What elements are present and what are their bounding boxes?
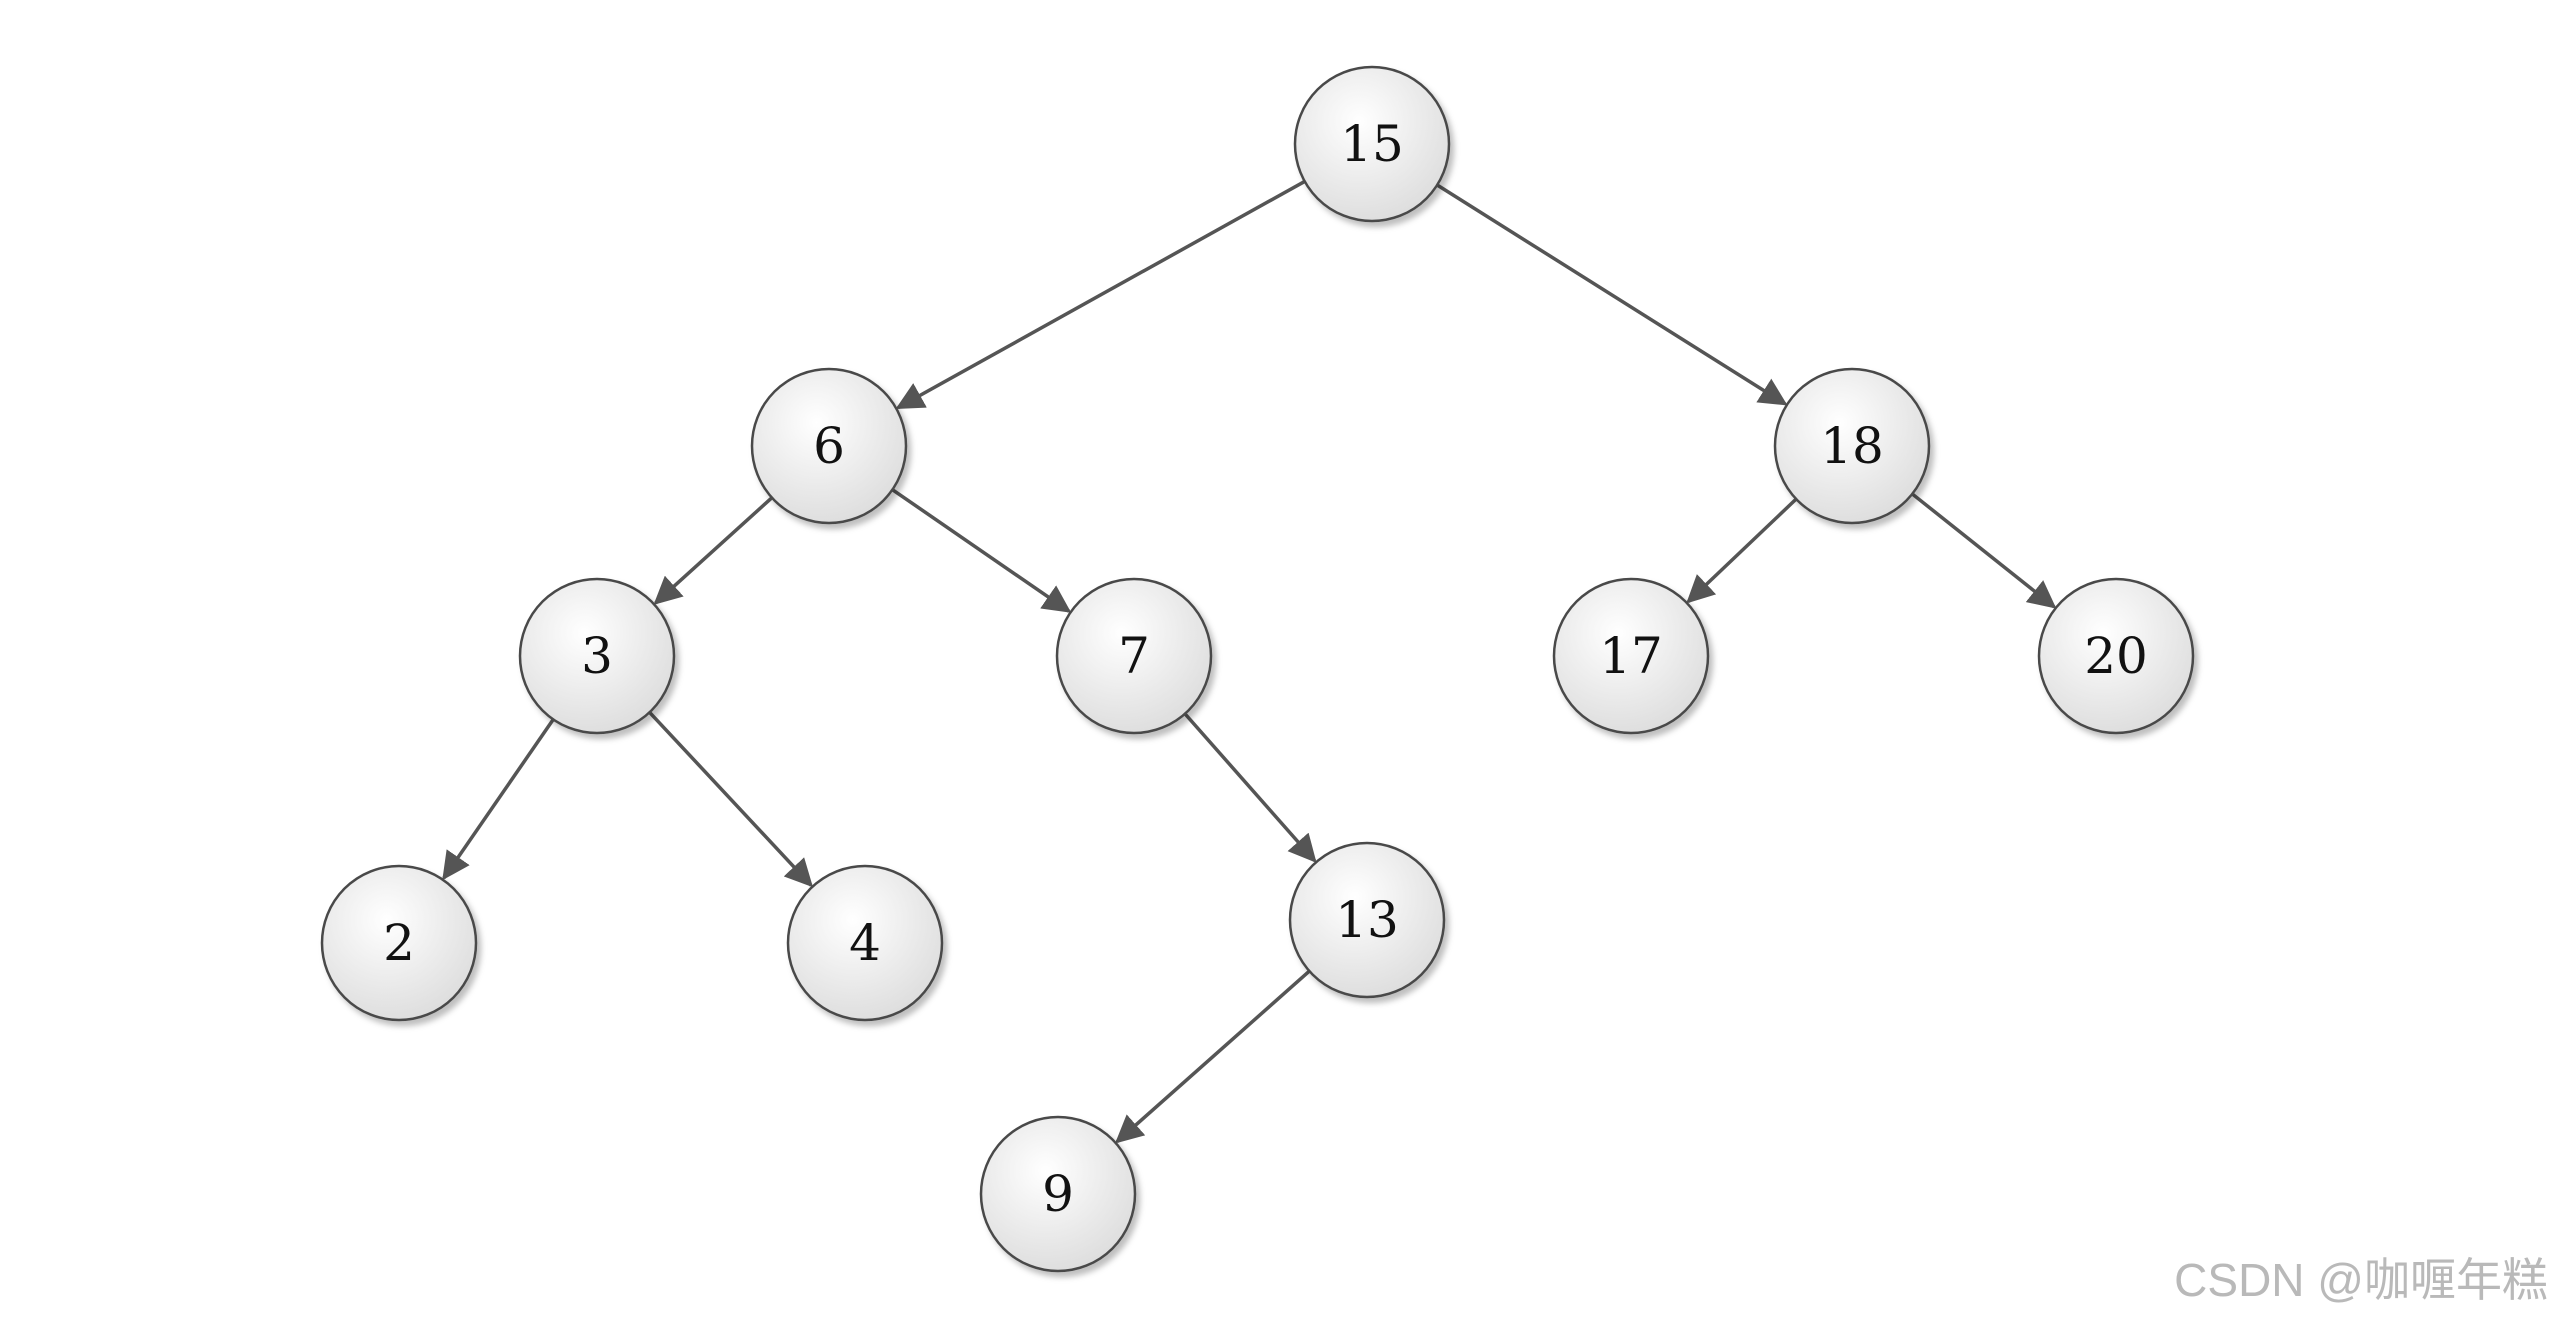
node-label: 18 [1820, 417, 1884, 475]
node-label: 9 [1042, 1165, 1074, 1223]
node-circle [1773, 367, 1931, 525]
tree-node-2: 2 [320, 864, 478, 1022]
node-label: 6 [813, 417, 845, 475]
node-circle [1288, 841, 1446, 999]
node-label: 7 [1118, 627, 1150, 685]
node-label: 3 [581, 627, 613, 685]
node-circle [1552, 577, 1710, 735]
edge-n15-n18 [1436, 183, 1788, 406]
node-label: 17 [1599, 627, 1663, 685]
edge-n13-n9 [1115, 969, 1311, 1144]
node-circle [1055, 577, 1213, 735]
edge-n18-n20 [1911, 492, 2057, 609]
edge-n7-n13 [1183, 712, 1317, 863]
watermark-text: CSDN @咖喱年糕 [2174, 1254, 2548, 1306]
tree-node-7: 7 [1055, 577, 1213, 735]
node-label: 20 [2084, 627, 2148, 685]
tree-node-3: 3 [518, 577, 676, 735]
node-label: 4 [849, 914, 881, 972]
tree-node-4: 4 [786, 864, 944, 1022]
tree-node-20: 20 [2037, 577, 2195, 735]
tree-node-9: 9 [979, 1115, 1137, 1273]
node-circle [2037, 577, 2195, 735]
edge-n3-n2 [442, 718, 555, 881]
tree-node-6: 6 [750, 367, 908, 525]
node-circle [750, 367, 908, 525]
edge-n18-n17 [1686, 497, 1798, 604]
node-circle [1293, 65, 1451, 223]
edge-n15-n6 [895, 179, 1306, 410]
tree-node-15: 15 [1293, 65, 1451, 223]
edge-n6-n7 [891, 488, 1072, 613]
node-label: 2 [383, 914, 415, 972]
tree-node-17: 17 [1552, 577, 1710, 735]
node-circle [518, 577, 676, 735]
tree-node-18: 18 [1773, 367, 1931, 525]
node-circle [320, 864, 478, 1022]
edge-n6-n3 [653, 496, 774, 605]
edge-n3-n4 [648, 711, 813, 888]
node-label: 13 [1335, 891, 1399, 949]
node-circle [979, 1115, 1137, 1273]
edges-layer [442, 179, 2057, 1144]
nodes-layer: 15 6 18 3 7 17 20 2 4 13 9 [320, 65, 2195, 1273]
node-label: 15 [1340, 115, 1404, 173]
node-circle [786, 864, 944, 1022]
tree-node-13: 13 [1288, 841, 1446, 999]
